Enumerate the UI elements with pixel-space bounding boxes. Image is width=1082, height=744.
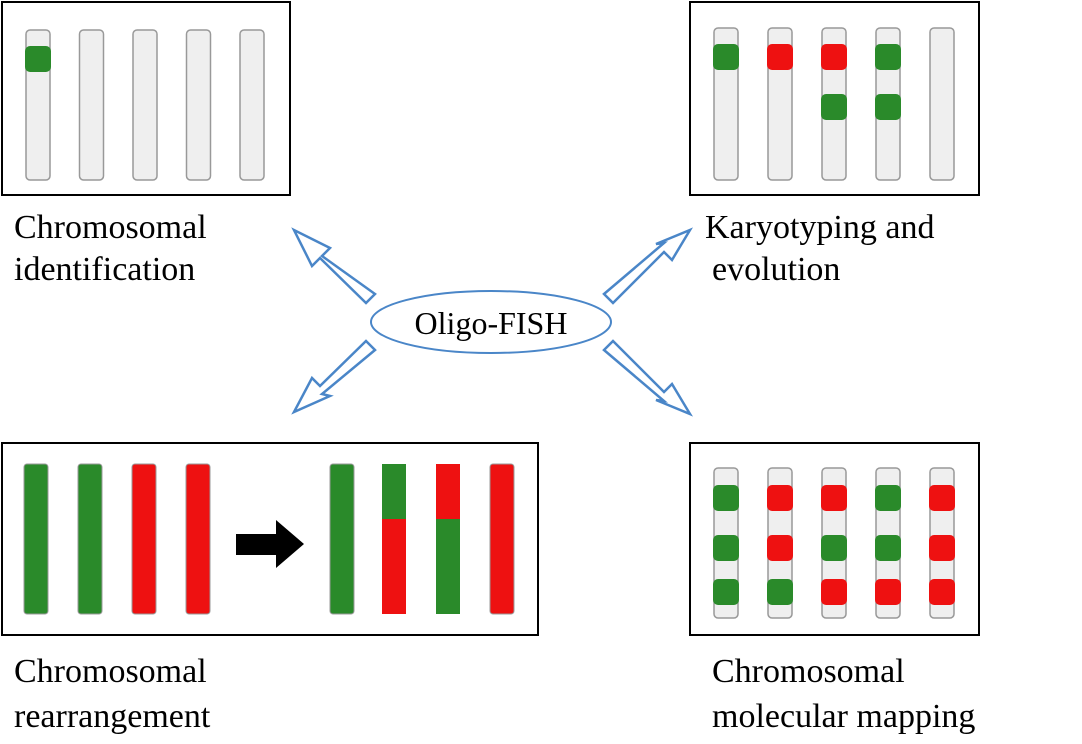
rearrangement-label-line2: rearrangement (14, 698, 211, 735)
identification-label-line1: Chromosomal (14, 209, 207, 246)
identification-chromosomes (25, 29, 265, 181)
mapping-signal-red (821, 485, 847, 511)
karyotyping-signal-green (821, 94, 847, 120)
mapping-chromosomes (713, 467, 955, 619)
mapping-signal-red (767, 485, 793, 511)
mapping-signal-red (929, 535, 955, 561)
identification-chromosome (239, 29, 265, 181)
rearrangement-after-segment-red (436, 464, 460, 519)
mapping-signal-red (929, 485, 955, 511)
rearrangement-after-segment-green (436, 519, 460, 614)
mapping-signal-red (875, 579, 901, 605)
karyotyping-label-line2: evolution (712, 251, 840, 288)
rearrangement-after-segment-green (382, 464, 406, 519)
rearrangement-after-segment-red (382, 519, 406, 614)
mapping-signal-green (821, 535, 847, 561)
karyotyping-chromosome (929, 27, 955, 181)
mapping-signal-red (929, 579, 955, 605)
identification-chromosome (185, 29, 212, 181)
mapping-signal-red (821, 579, 847, 605)
rearrangement-before-chromosome-red (131, 463, 157, 615)
mapping-signal-green (875, 535, 901, 561)
identification-chromosome (78, 29, 105, 181)
identification-signal-green (25, 46, 51, 72)
identification-label-line2: identification (14, 251, 195, 288)
mapping-label-line1: Chromosomal (712, 653, 905, 690)
identification-chromosome (132, 29, 158, 181)
center-label: Oligo-FISH (415, 305, 568, 341)
karyotyping-signal-red (767, 44, 793, 70)
arrow-to-rearrangement (291, 339, 377, 415)
mapping-signal-red (767, 535, 793, 561)
rearrangement-before-chromosome-green (77, 463, 103, 615)
mapping-signal-green (767, 579, 793, 605)
mapping-signal-green (713, 485, 739, 511)
rearrangement-after-chromosome-green (329, 463, 355, 615)
rearrangement-after-chromosome-red (489, 463, 515, 615)
mapping-signal-green (713, 535, 739, 561)
rearrangement-label-line1: Chromosomal (14, 653, 207, 690)
arrow-to-identification (291, 227, 377, 305)
rearrangement-arrow (236, 520, 304, 568)
rearrangement-chromosomes (23, 463, 515, 615)
karyotyping-signal-green (875, 94, 901, 120)
karyotyping-chromosomes (713, 27, 955, 181)
karyotyping-signal-red (821, 44, 847, 70)
rearrangement-before-chromosome-green (23, 463, 49, 615)
karyotyping-signal-green (875, 44, 901, 70)
mapping-label-line2: molecular mapping (712, 698, 975, 735)
karyotyping-label-line1: Karyotyping and (705, 209, 934, 246)
mapping-signal-green (875, 485, 901, 511)
karyotyping-signal-green (713, 44, 739, 70)
arrow-to-mapping (602, 339, 694, 417)
rearrangement-before-chromosome-red (185, 463, 211, 615)
arrow-to-karyotyping (602, 227, 694, 305)
center-ellipse (370, 290, 612, 354)
mapping-signal-green (713, 579, 739, 605)
